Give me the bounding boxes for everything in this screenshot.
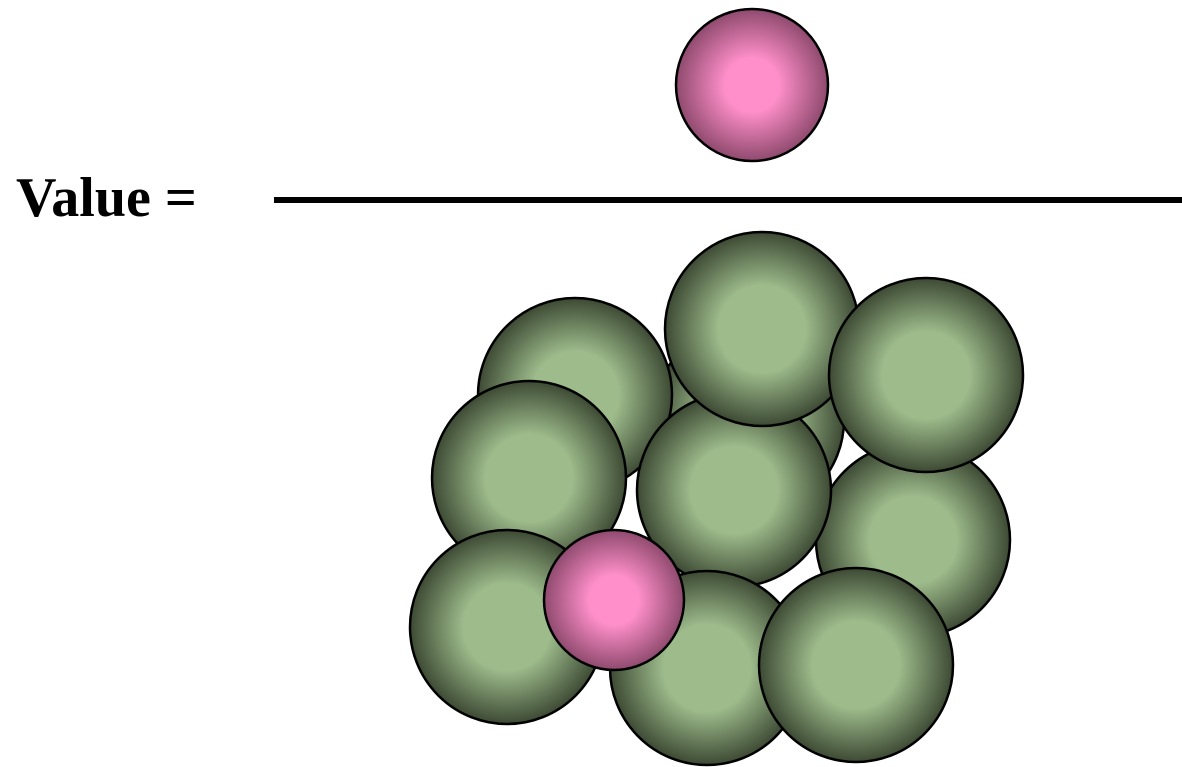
denominator-pink-ball [544,530,684,670]
green-ball [829,278,1023,472]
green-ball [759,568,953,762]
green-ball [665,232,859,426]
denominator-group [410,232,1023,765]
numerator-group [676,9,828,161]
numerator-pink-ball [676,9,828,161]
